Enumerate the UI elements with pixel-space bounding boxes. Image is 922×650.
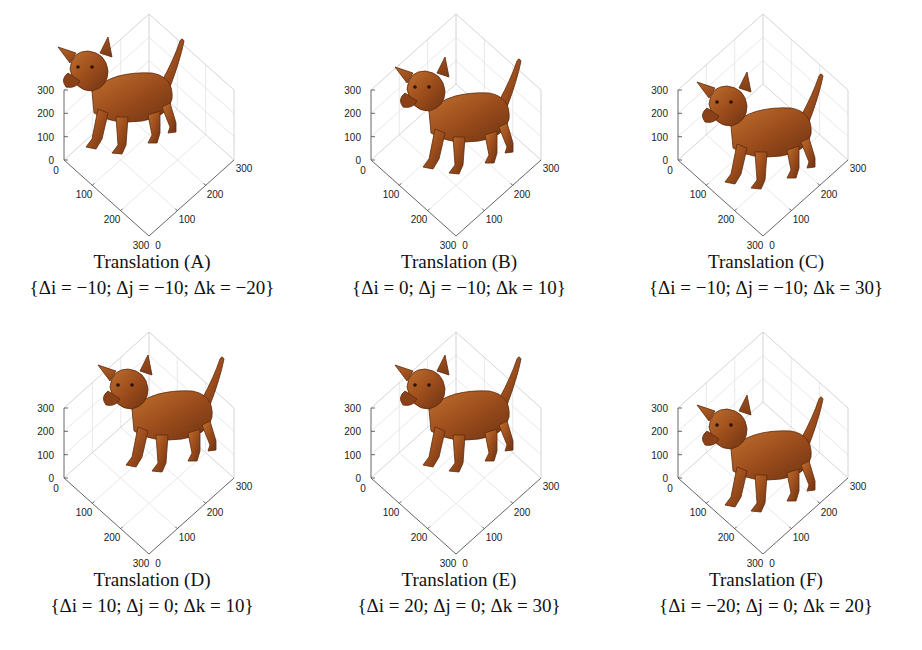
tick-label: 100 — [383, 507, 400, 518]
tick-label: 100 — [486, 532, 503, 543]
tick-label: 0 — [462, 558, 468, 569]
translation-formula: {Δi = −10; Δj = −10; Δk = 30} — [649, 277, 883, 299]
tick-label: 0 — [355, 155, 361, 166]
tick-label: 200 — [411, 532, 428, 543]
translation-formula: {Δi = 20; Δj = 0; Δk = 30} — [357, 595, 560, 617]
tick-label: 100 — [344, 449, 361, 460]
tick-label: 0 — [155, 240, 161, 251]
tick-label: 300 — [344, 403, 361, 414]
panel-title: Translation (C) — [708, 251, 824, 273]
tick-label: 0 — [155, 558, 161, 569]
tick-label: 200 — [514, 507, 531, 518]
translation-formula: {Δi = 0; Δj = −10; Δk = 10} — [352, 277, 566, 299]
tick-label: 100 — [37, 449, 54, 460]
tick-label: 100 — [76, 507, 93, 518]
tick-label: 0 — [462, 240, 468, 251]
tick-label: 100 — [76, 189, 93, 200]
tick-label: 300 — [236, 481, 253, 492]
translation-formula: {Δi = 10; Δj = 0; Δk = 10} — [50, 595, 253, 617]
tick-label: 200 — [37, 426, 54, 437]
translation-formula: {Δi = −20; Δj = 0; Δk = 20} — [659, 595, 873, 617]
tick-label: 100 — [793, 532, 810, 543]
tick-label: 0 — [662, 155, 668, 166]
tick-label: 200 — [514, 189, 531, 200]
tick-label: 300 — [37, 403, 54, 414]
tick-label: 200 — [718, 532, 735, 543]
tick-label: 200 — [104, 214, 121, 225]
tick-label: 300 — [651, 403, 668, 414]
tick-label: 300 — [651, 85, 668, 96]
tick-label: 0 — [662, 473, 668, 484]
panel-title: Translation (D) — [94, 569, 211, 591]
tick-label: 100 — [37, 131, 54, 142]
tick-label: 300 — [37, 85, 54, 96]
tick-label: 100 — [179, 532, 196, 543]
tick-label: 0 — [360, 165, 366, 176]
tick-label: 100 — [690, 189, 707, 200]
tick-label: 200 — [651, 108, 668, 119]
tick-label: 300 — [850, 481, 867, 492]
tick-label: 300 — [747, 240, 764, 251]
tick-label: 0 — [48, 155, 54, 166]
tick-label: 0 — [667, 483, 673, 494]
tick-label: 200 — [37, 108, 54, 119]
tick-label: 200 — [821, 507, 838, 518]
tick-label: 0 — [53, 483, 59, 494]
panel-title: Translation (F) — [709, 569, 823, 591]
tick-label: 200 — [821, 189, 838, 200]
tick-label: 100 — [179, 214, 196, 225]
tick-label: 200 — [651, 426, 668, 437]
tick-label: 0 — [769, 240, 775, 251]
tick-label: 200 — [344, 426, 361, 437]
tick-label: 200 — [718, 214, 735, 225]
tick-label: 300 — [440, 240, 457, 251]
tick-label: 100 — [651, 449, 668, 460]
tick-label: 100 — [651, 131, 668, 142]
tick-label: 300 — [344, 85, 361, 96]
tick-label: 300 — [543, 163, 560, 174]
tick-label: 300 — [543, 481, 560, 492]
tick-label: 0 — [667, 165, 673, 176]
tick-label: 200 — [344, 108, 361, 119]
tick-label: 100 — [690, 507, 707, 518]
tick-label: 0 — [48, 473, 54, 484]
tick-label: 300 — [133, 240, 150, 251]
tick-label: 0 — [769, 558, 775, 569]
tick-label: 300 — [133, 558, 150, 569]
tick-label: 0 — [355, 473, 361, 484]
panel-title: Translation (E) — [402, 569, 517, 591]
tick-label: 300 — [236, 163, 253, 174]
tick-label: 200 — [104, 532, 121, 543]
tick-label: 0 — [360, 483, 366, 494]
panel-title: Translation (B) — [401, 251, 517, 273]
tick-label: 300 — [747, 558, 764, 569]
tick-label: 200 — [207, 507, 224, 518]
translation-formula: {Δi = −10; Δj = −10; Δk = −20} — [30, 277, 275, 299]
tick-label: 100 — [793, 214, 810, 225]
tick-label: 200 — [411, 214, 428, 225]
tick-label: 300 — [440, 558, 457, 569]
tick-label: 0 — [53, 165, 59, 176]
tick-label: 100 — [344, 131, 361, 142]
tick-label: 100 — [383, 189, 400, 200]
panel-title: Translation (A) — [94, 251, 211, 273]
tick-label: 100 — [486, 214, 503, 225]
tick-label: 200 — [207, 189, 224, 200]
tick-label: 300 — [850, 163, 867, 174]
